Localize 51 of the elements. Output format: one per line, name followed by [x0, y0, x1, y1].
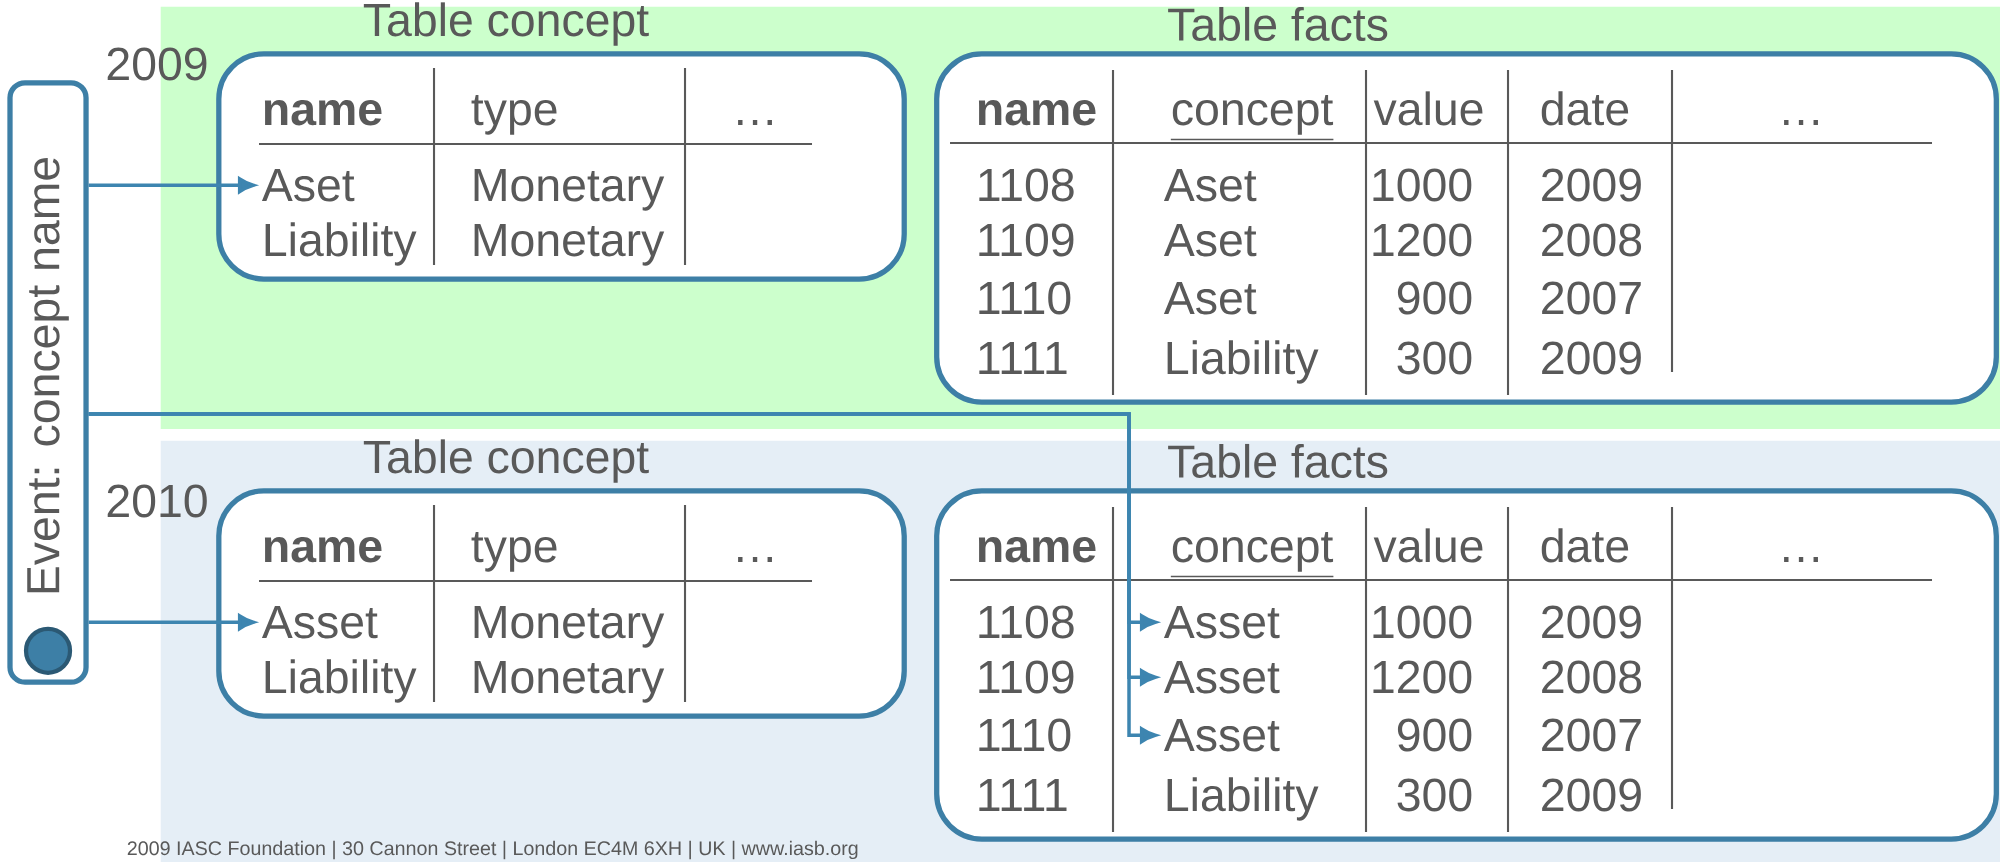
cell-text: 900 — [1397, 281, 1472, 315]
cell-text: Aset — [1163, 169, 1257, 202]
cell-text: Aset — [261, 169, 355, 202]
column-header: date — [1541, 528, 1629, 563]
event-box: Event: concept name — [7, 80, 89, 685]
cell-text: 1111 — [979, 342, 1067, 374]
column-header: … — [1784, 120, 1818, 125]
cell-text: 1110 — [979, 281, 1071, 315]
cell-text: 1200 — [1373, 660, 1472, 694]
cell-text: 1109 — [979, 223, 1074, 257]
cell-text: 1111 — [979, 779, 1067, 811]
footer-text: 2009 IASC Foundation | 30 Cannon Street | London EC4M 6XH | UK | www.iasb.org — [127, 840, 858, 860]
cell-text: Aset — [1163, 282, 1257, 315]
cell-text: 2007 — [1542, 718, 1641, 752]
cell-text: 2009 — [1542, 778, 1641, 812]
cell-text: Liability — [265, 222, 417, 266]
circle-marker — [23, 626, 73, 675]
cell-text: 300 — [1397, 778, 1472, 812]
cell-text: 2009 — [1542, 605, 1641, 639]
table-title: Table facts — [1168, 6, 1388, 42]
table-title: Table facts — [1168, 443, 1388, 479]
cell-text: 1108 — [979, 168, 1074, 202]
column-header: value — [1373, 91, 1483, 126]
column-header: … — [738, 120, 772, 125]
cell-text: 2008 — [1542, 223, 1642, 257]
column-header: concept — [1170, 532, 1335, 578]
cell-text: 1200 — [1373, 223, 1472, 257]
cell-text: 900 — [1397, 718, 1472, 752]
cell-text: Monetary — [474, 224, 665, 266]
column-header: … — [1784, 557, 1818, 562]
table-title: Table concept — [363, 2, 649, 46]
cell-text: 1000 — [1373, 605, 1472, 639]
cell-text: 2009 — [1542, 341, 1641, 375]
cell-text: 300 — [1397, 341, 1472, 375]
cell-text: 2008 — [1542, 660, 1642, 694]
cell-text: Asset — [1163, 661, 1280, 694]
column-header: type — [471, 95, 557, 135]
cell-text: Liability — [1167, 340, 1319, 384]
column-header: name — [978, 100, 1096, 126]
cell-text: Asset — [1163, 606, 1280, 639]
cell-text: 2007 — [1542, 281, 1641, 315]
cell-text: 2009 — [1542, 168, 1641, 202]
cell-text: 1000 — [1373, 168, 1472, 202]
cell-text: Monetary — [474, 169, 665, 211]
column-header: value — [1373, 528, 1483, 563]
cell-text: Aset — [1163, 224, 1257, 257]
cell-text: Liability — [1167, 777, 1319, 821]
cell-text: Asset — [1163, 719, 1280, 752]
column-header: name — [264, 100, 382, 126]
column-header: date — [1541, 91, 1629, 126]
column-header: concept — [1170, 95, 1335, 141]
